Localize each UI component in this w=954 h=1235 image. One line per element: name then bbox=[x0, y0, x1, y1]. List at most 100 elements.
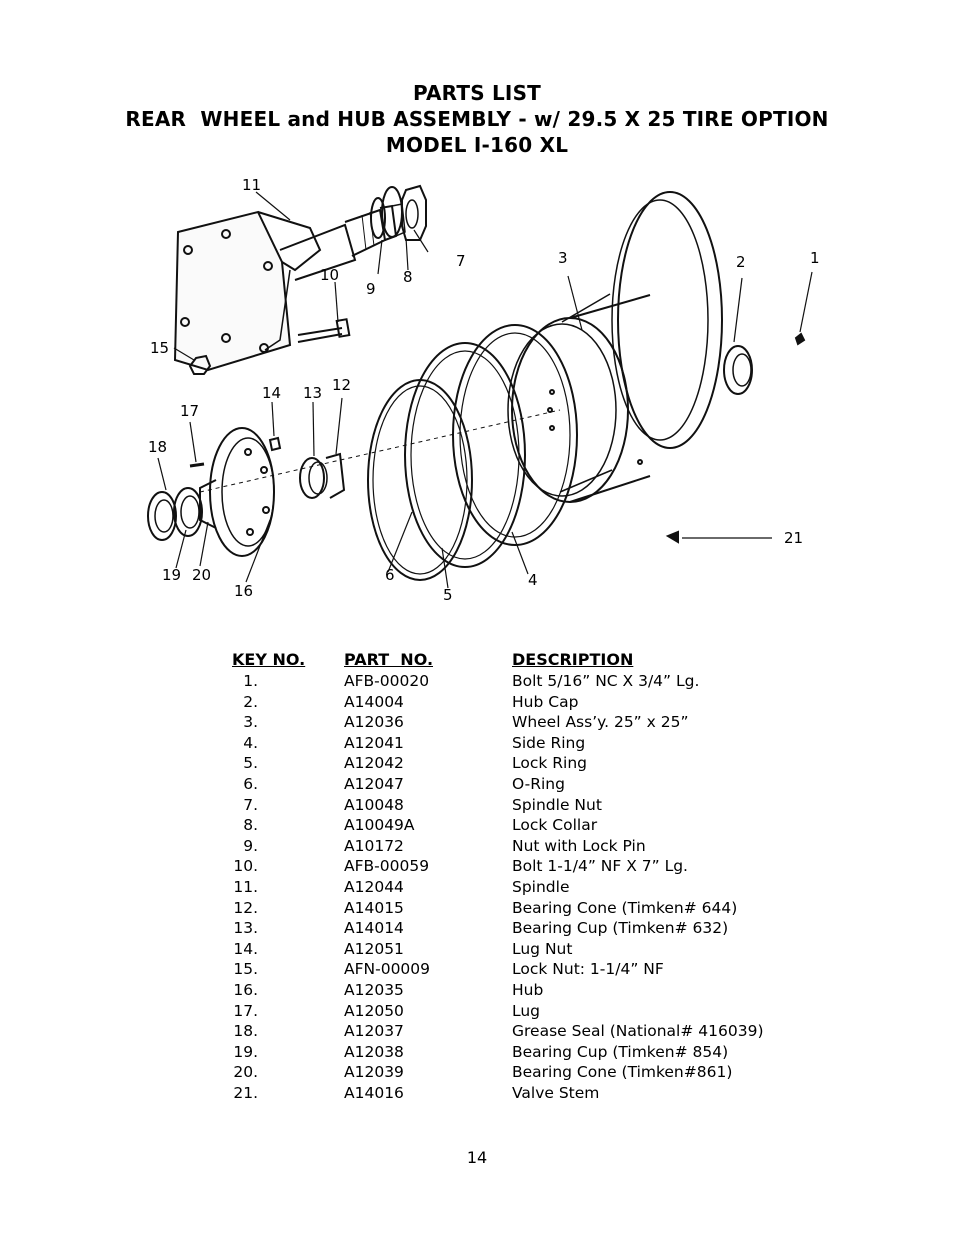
bearing-cup-19-part bbox=[173, 487, 203, 537]
part-no-cell: A10049A bbox=[344, 816, 415, 835]
lock-nut-part bbox=[188, 354, 212, 375]
callout-1: 1 bbox=[810, 249, 820, 267]
hub-cap-part bbox=[723, 345, 753, 395]
callout-21: 21 bbox=[784, 529, 803, 547]
table-row: 8. A10049A Lock Collar bbox=[230, 816, 790, 837]
description-cell: Bearing Cup (Timken# 632) bbox=[512, 919, 729, 938]
key-no-cell: 9. bbox=[243, 836, 258, 855]
part-no-cell: A10048 bbox=[344, 795, 404, 814]
key-no-cell: 8. bbox=[243, 816, 258, 835]
description-cell: Bolt 5/16” NC X 3/4” Lg. bbox=[512, 672, 700, 690]
callout-9: 9 bbox=[366, 280, 376, 298]
table-row: 18. A12037 Grease Seal (National# 416039) bbox=[230, 1022, 790, 1043]
part-no-cell: A12042 bbox=[344, 754, 404, 773]
page-title: PARTS LIST bbox=[412, 81, 542, 105]
key-no-cell: 4. bbox=[243, 733, 258, 752]
description-cell: Side Ring bbox=[512, 733, 586, 752]
description-cell: Bearing Cone (Timken# 644) bbox=[512, 898, 738, 917]
side-ring-part bbox=[452, 324, 578, 546]
exploded-assembly-diagram: 1 2 3 4 5 6 7 8 9 10 11 12 13 14 15 16 1… bbox=[147, 176, 820, 604]
part-no-cell: A12041 bbox=[344, 733, 404, 752]
description-cell: Valve Stem bbox=[512, 1083, 600, 1102]
callout-18: 18 bbox=[148, 438, 167, 456]
key-no-cell: 1. bbox=[243, 672, 258, 690]
key-no-cell: 21. bbox=[233, 1083, 258, 1102]
callout-16: 16 bbox=[234, 582, 253, 600]
callout-11: 11 bbox=[242, 176, 261, 194]
callout-12: 12 bbox=[332, 376, 351, 394]
description-cell: Bearing Cup (Timken# 854) bbox=[512, 1042, 729, 1061]
table-row: 3. A12036 Wheel Ass’y. 25” x 25” bbox=[230, 713, 790, 734]
spindle-part bbox=[173, 203, 406, 372]
table-row: 19. A12038 Bearing Cup (Timken# 854) bbox=[230, 1043, 790, 1064]
description-cell: Grease Seal (National# 416039) bbox=[512, 1022, 764, 1041]
description-cell: Lock Collar bbox=[512, 816, 598, 835]
key-no-cell: 14. bbox=[233, 939, 258, 958]
description-cell: Hub Cap bbox=[512, 692, 579, 711]
page-header: PARTS LIST REAR WHEEL and HUB ASSEMBLY -… bbox=[0, 80, 954, 158]
description-cell: Hub bbox=[512, 980, 544, 999]
key-no-cell: 18. bbox=[233, 1022, 258, 1041]
callout-14: 14 bbox=[262, 384, 281, 402]
part-no-cell: A12051 bbox=[344, 939, 404, 958]
description-cell: Bearing Cone (Timken#861) bbox=[512, 1063, 733, 1082]
bearing-cup-part bbox=[299, 457, 325, 499]
table-row: 12. A14015 Bearing Cone (Timken# 644) bbox=[230, 899, 790, 920]
part-no-header: PART NO. bbox=[344, 650, 434, 669]
key-no-cell: 19. bbox=[233, 1042, 258, 1061]
key-no-cell: 2. bbox=[243, 692, 258, 711]
bolt-part bbox=[297, 327, 343, 343]
key-no-cell: 17. bbox=[233, 1001, 258, 1020]
key-no-header: KEY NO. bbox=[232, 650, 306, 669]
lug-part bbox=[189, 462, 205, 468]
description-cell: Nut with Lock Pin bbox=[512, 836, 646, 855]
callout-5: 5 bbox=[443, 586, 453, 604]
part-no-cell: A12035 bbox=[344, 980, 404, 999]
part-no-cell: A14014 bbox=[344, 919, 404, 938]
hub-part bbox=[199, 427, 275, 557]
callout-8: 8 bbox=[403, 268, 413, 286]
description-cell: Spindle bbox=[512, 877, 570, 896]
key-no-cell: 10. bbox=[233, 857, 258, 876]
part-no-cell: A14015 bbox=[344, 898, 404, 917]
callout-20: 20 bbox=[192, 566, 211, 584]
description-cell: Wheel Ass’y. 25” x 25” bbox=[512, 713, 689, 732]
key-no-cell: 20. bbox=[233, 1063, 258, 1082]
callout-4: 4 bbox=[528, 571, 538, 589]
key-no-cell: 3. bbox=[243, 713, 258, 732]
key-no-cell: 16. bbox=[233, 980, 258, 999]
table-row: 21. A14016 Valve Stem bbox=[230, 1084, 790, 1105]
key-no-cell: 6. bbox=[243, 774, 258, 793]
part-no-cell: A12037 bbox=[344, 1022, 404, 1041]
key-no-cell: 12. bbox=[233, 898, 258, 917]
part-no-cell: A12036 bbox=[344, 713, 404, 732]
table-row: 4. A12041 Side Ring bbox=[230, 734, 790, 755]
description-cell: Lock Nut: 1-1/4” NF bbox=[512, 960, 664, 979]
callout-13: 13 bbox=[303, 384, 322, 402]
description-cell: Bolt 1-1/4” NF X 7” Lg. bbox=[512, 857, 688, 876]
valve-stem-part bbox=[665, 530, 679, 544]
callout-labels: 1 2 3 4 5 6 7 8 9 10 11 12 13 14 15 16 1… bbox=[148, 176, 820, 604]
lock-ring-part bbox=[404, 342, 526, 568]
part-no-cell: A14016 bbox=[344, 1083, 404, 1102]
part-no-cell: A12050 bbox=[344, 1001, 404, 1020]
part-no-cell: A10172 bbox=[344, 836, 404, 855]
o-ring-part bbox=[367, 379, 473, 581]
description-cell: Lug bbox=[512, 1001, 541, 1020]
wheel-part bbox=[507, 191, 723, 503]
callout-10: 10 bbox=[320, 266, 339, 284]
lug-nut-part bbox=[268, 436, 282, 452]
grease-seal-part bbox=[147, 491, 177, 541]
bearing-cone-part bbox=[325, 452, 346, 499]
key-no-cell: 11. bbox=[233, 877, 258, 896]
part-no-cell: A12038 bbox=[344, 1042, 404, 1061]
description-cell: Lock Ring bbox=[512, 754, 588, 773]
